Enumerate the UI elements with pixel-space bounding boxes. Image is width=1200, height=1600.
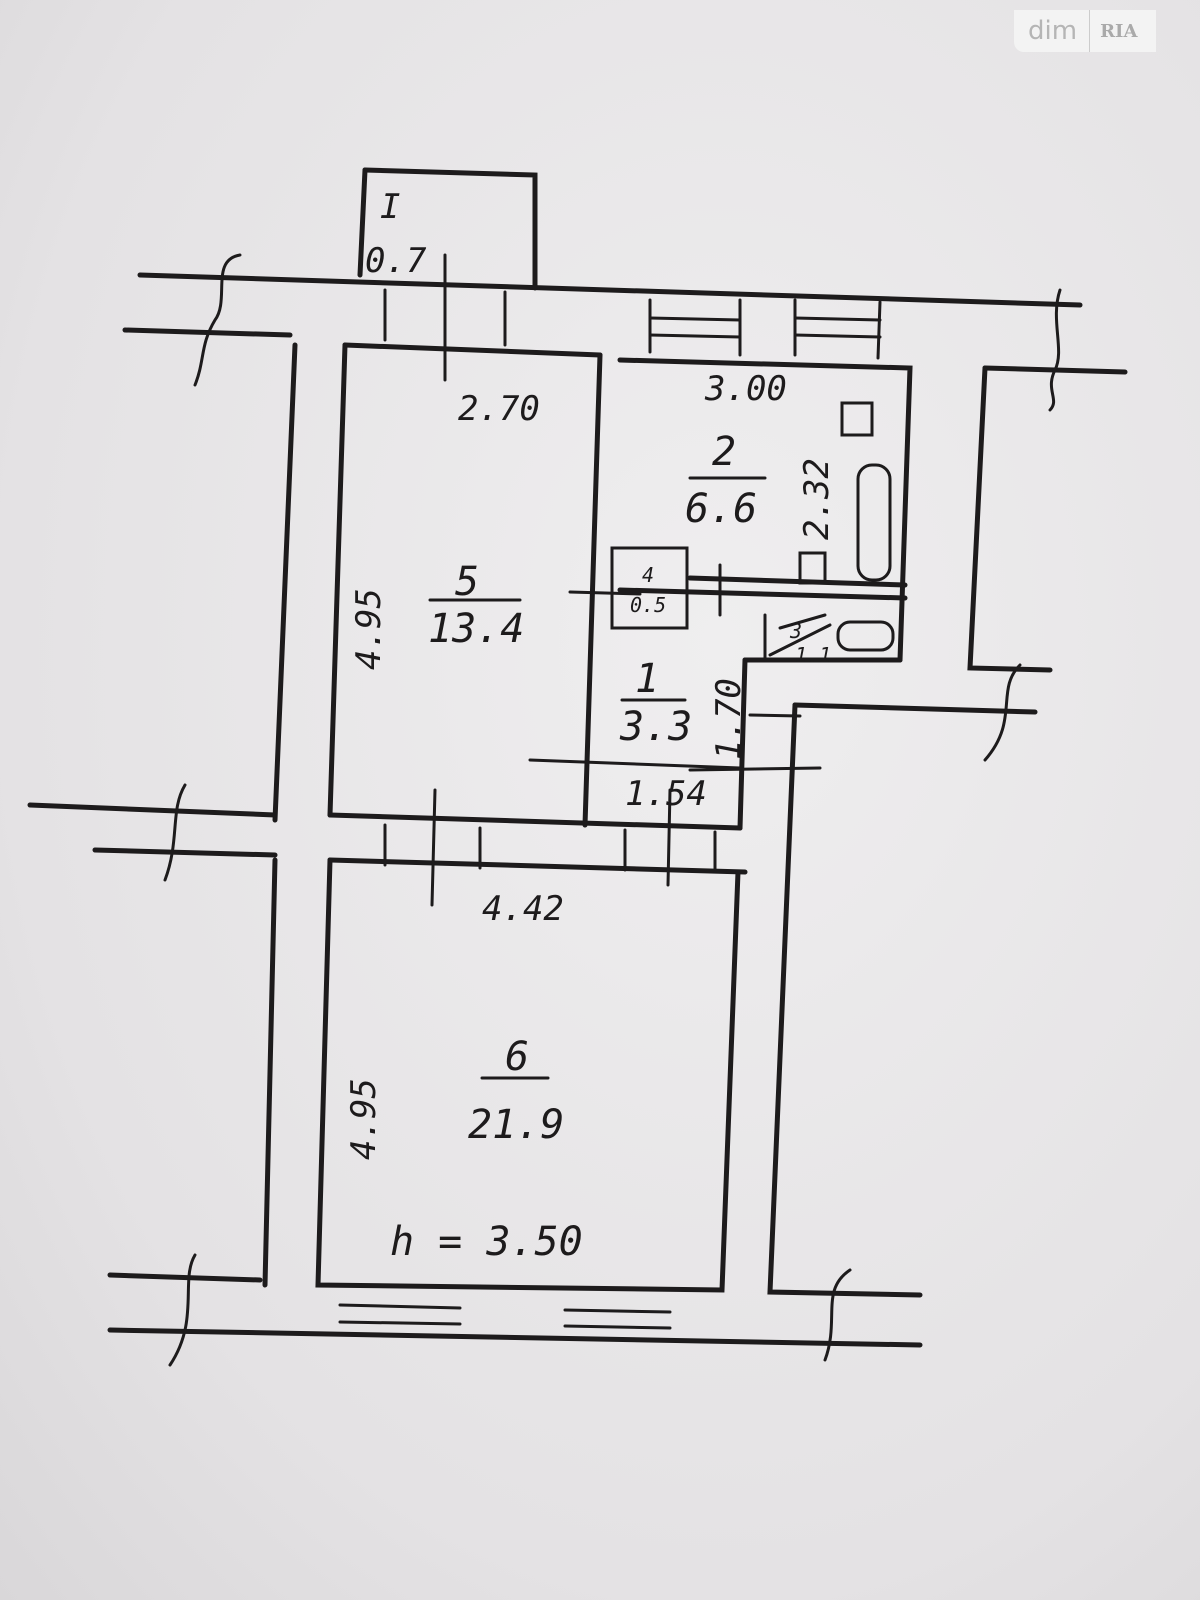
stove-icon — [840, 401, 874, 437]
dim-room5-length: 4.95 — [349, 588, 389, 670]
dim-room1-length: 1.70 — [709, 678, 749, 760]
room-1-number: 1 — [635, 656, 659, 702]
room-2-number: 2 — [712, 429, 736, 475]
room-5-area: 13.4 — [428, 606, 524, 652]
dimension-labels: 2.70 4.95 3.00 2.32 1.70 1.54 4.42 4.95 — [344, 369, 837, 1160]
closet-icon — [610, 546, 689, 630]
room-4-area: 0.5 — [630, 593, 666, 617]
room-5-number: 5 — [455, 559, 479, 605]
dim-room5-width: 2.70 — [458, 389, 540, 429]
room-labels: I 0.7 1 3.3 2 6.6 3 1.1 4 0.5 5 13.4 6 2… — [365, 187, 831, 1265]
room-6-number: 6 — [505, 1034, 529, 1080]
ceiling-height: h = 3.50 — [390, 1219, 583, 1265]
fixtures — [430, 253, 895, 907]
bathtub-icon — [856, 463, 892, 582]
room-4-number: 4 — [642, 563, 654, 587]
room-3-number: 3 — [789, 619, 802, 643]
room-6-area: 21.9 — [468, 1102, 564, 1148]
dim-room6-width: 4.42 — [482, 889, 564, 929]
windows — [338, 288, 882, 1330]
dim-room2-width: 3.00 — [704, 369, 787, 409]
walls — [27, 167, 1128, 1348]
sink-icon — [798, 551, 827, 585]
room-I-number: I — [380, 187, 400, 227]
room-I-area: 0.7 — [365, 241, 427, 281]
watermark-ria: RIA — [1100, 20, 1138, 42]
dim-room1-width: 1.54 — [625, 774, 707, 814]
room-1-area: 3.3 — [619, 704, 692, 750]
dim-room2-length: 2.32 — [797, 458, 837, 540]
watermark-dim: dim — [1014, 10, 1091, 52]
dim-room6-length: 4.95 — [344, 1078, 384, 1160]
dimria-watermark: dim RIA — [1014, 10, 1156, 52]
room-3-area: 1.1 — [795, 643, 831, 667]
toilet-icon — [836, 620, 895, 652]
break-marks — [163, 253, 1062, 1367]
room-2-area: 6.6 — [685, 486, 757, 532]
